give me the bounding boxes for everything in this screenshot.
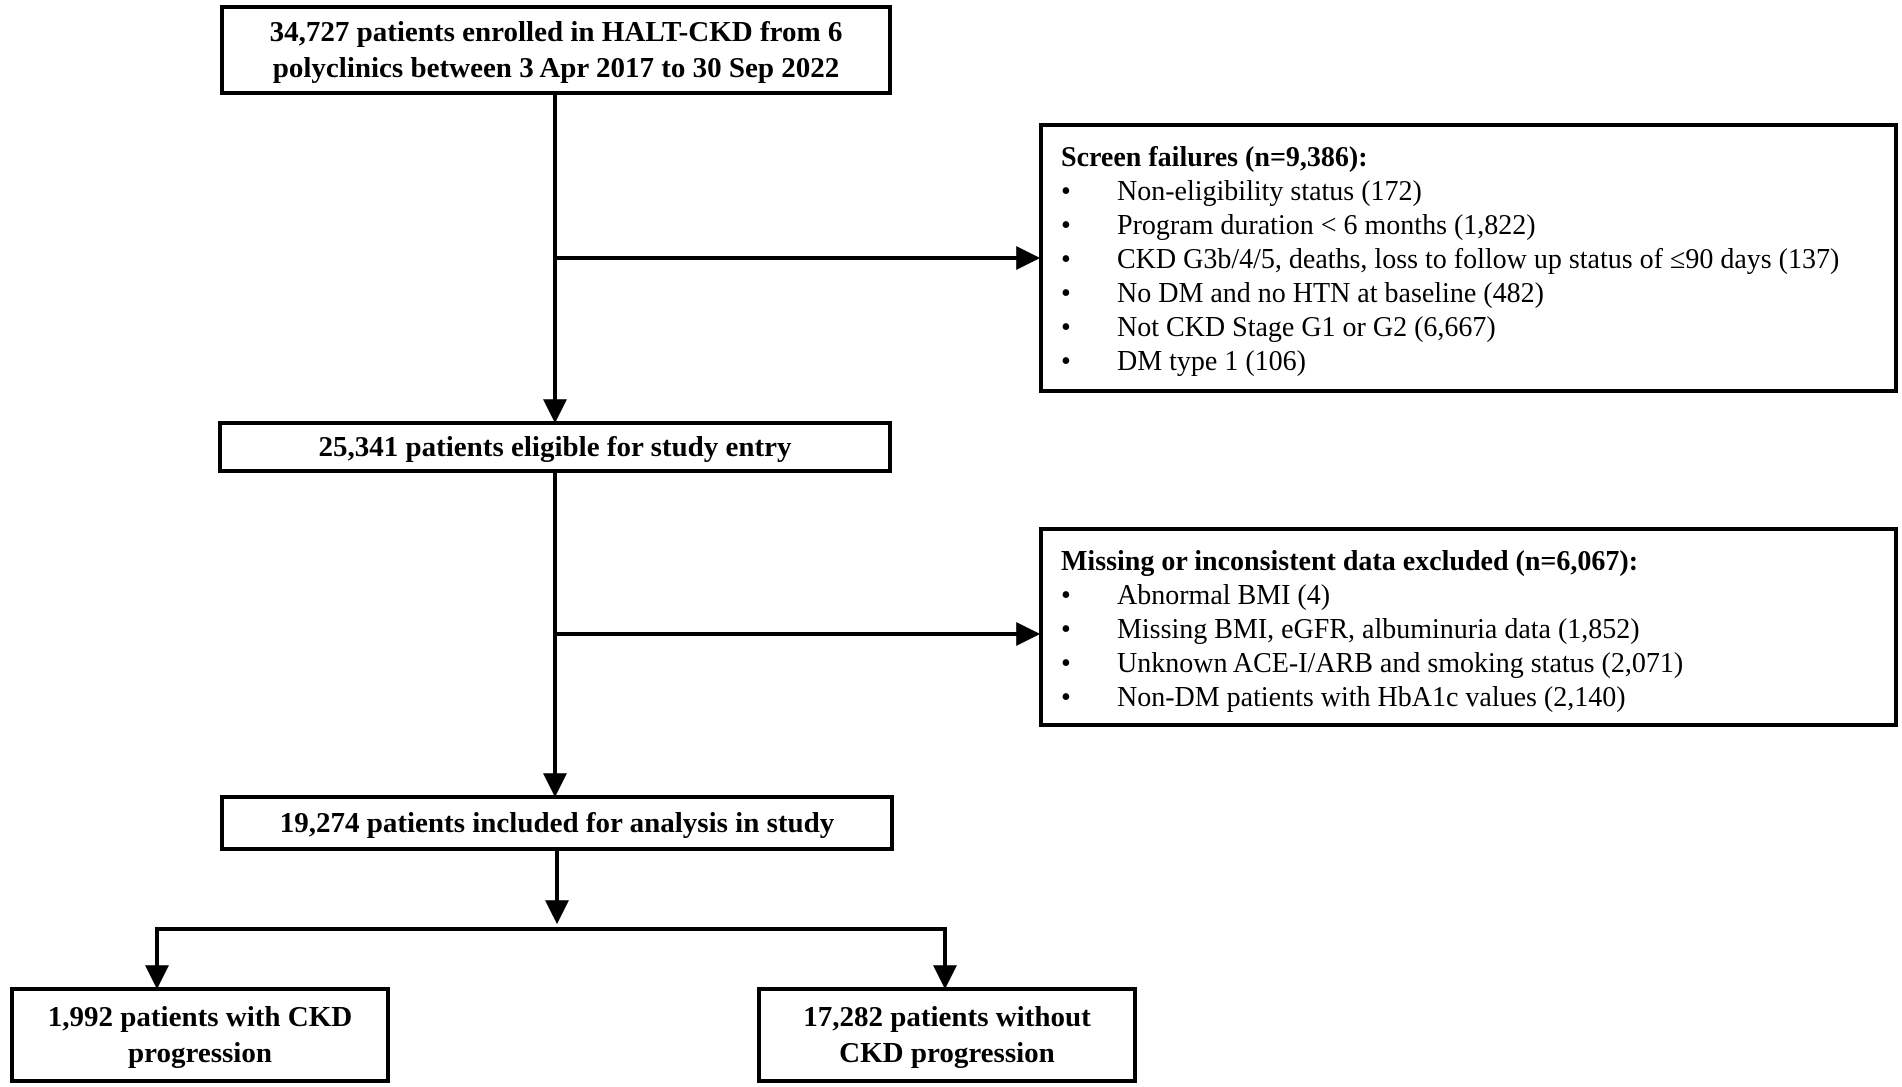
list-item: Unknown ACE-I/ARB and smoking status (2,… [1061, 647, 1876, 681]
list-item: Not CKD Stage G1 or G2 (6,667) [1061, 311, 1876, 345]
list-item: Non-eligibility status (172) [1061, 175, 1876, 209]
screen-failures-box: Screen failures (n=9,386): Non-eligibili… [1039, 123, 1898, 393]
list-item: DM type 1 (106) [1061, 345, 1876, 379]
without-progression-line-2: CKD progression [839, 1037, 1055, 1069]
with-progression-line-2: progression [128, 1037, 272, 1069]
missing-data-title: Missing or inconsistent data excluded (n… [1061, 546, 1639, 577]
without-progression-box: 17,282 patients without CKD progression [757, 987, 1137, 1083]
list-item: Program duration < 6 months (1,822) [1061, 209, 1876, 243]
enrolled-line-1: 34,727 patients enrolled in HALT-CKD fro… [269, 16, 843, 48]
screen-failures-list: Non-eligibility status (172) Program dur… [1061, 175, 1876, 379]
eligible-box: 25,341 patients eligible for study entry [218, 421, 892, 473]
eligible-text: 25,341 patients eligible for study entry [318, 431, 792, 463]
included-text: 19,274 patients included for analysis in… [279, 807, 835, 839]
screen-failures-title: Screen failures (n=9,386): [1061, 142, 1368, 173]
list-item: No DM and no HTN at baseline (482) [1061, 277, 1876, 311]
missing-data-list: Abnormal BMI (4) Missing BMI, eGFR, albu… [1061, 579, 1876, 715]
list-item: Abnormal BMI (4) [1061, 579, 1876, 613]
list-item: CKD G3b/4/5, deaths, loss to follow up s… [1061, 243, 1876, 277]
missing-data-box: Missing or inconsistent data excluded (n… [1039, 527, 1898, 727]
without-progression-line-1: 17,282 patients without [803, 1001, 1091, 1033]
with-progression-box: 1,992 patients with CKD progression [10, 987, 390, 1083]
enrolled-box: 34,727 patients enrolled in HALT-CKD fro… [220, 5, 892, 95]
list-item: Missing BMI, eGFR, albuminuria data (1,8… [1061, 613, 1876, 647]
list-item: Non-DM patients with HbA1c values (2,140… [1061, 681, 1876, 715]
enrolled-line-2: polyclinics between 3 Apr 2017 to 30 Sep… [272, 52, 840, 84]
included-box: 19,274 patients included for analysis in… [220, 795, 894, 851]
with-progression-line-1: 1,992 patients with CKD [47, 1001, 353, 1033]
